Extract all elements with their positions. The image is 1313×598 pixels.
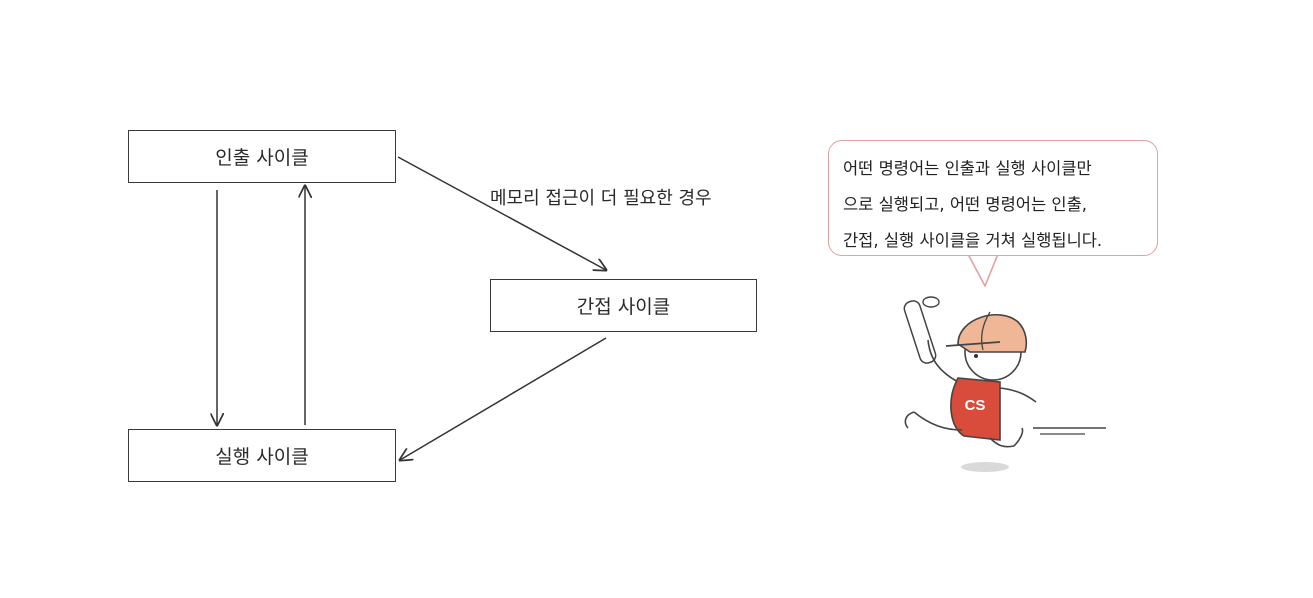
node-indirect-label: 간접 사이클 [576,296,671,318]
speech-bubble-tail [967,253,999,287]
node-fetch-label: 인출 사이클 [215,147,309,169]
edge-label-memory-access: 메모리 접근이 더 필요한 경우 [490,188,712,209]
mascot-eye [974,354,978,358]
node-indirect-cycle: 간접 사이클 [490,279,757,332]
mascot-shirt [950,377,1001,441]
shirt-logo: CS [965,397,986,414]
speech-line: 간접, 실행 사이클을 거쳐 실행됩니다. [843,231,1103,250]
mascot-leg-back [913,411,963,431]
speech-bubble: 어떤 명령어는 인출과 실행 사이클만 으로 실행되고, 어떤 명령어는 인출,… [828,140,1158,256]
speech-line: 으로 실행되고, 어떤 명령어는 인출, [843,195,1087,214]
helmet-icon [957,313,1028,353]
mascot-arm-raised [927,339,959,383]
mascot-illustration: CS [903,296,1106,472]
speech-line: 어떤 명령어는 인출과 실행 사이클만 [843,159,1092,178]
mascot-foot-back [904,411,915,429]
mascot-arm [999,387,1037,403]
arrow-indirect-to-execute [400,337,607,460]
mascot-foot-front [1013,427,1024,447]
node-fetch-cycle: 인출 사이클 [128,130,396,183]
node-execute-label: 실행 사이클 [215,446,309,468]
mascot-shadow [961,462,1009,472]
node-execute-cycle: 실행 사이클 [128,429,396,482]
mascot-leg-front [989,437,1015,448]
scroll-icon [903,296,940,364]
arrow-fetch-to-indirect [397,156,606,270]
